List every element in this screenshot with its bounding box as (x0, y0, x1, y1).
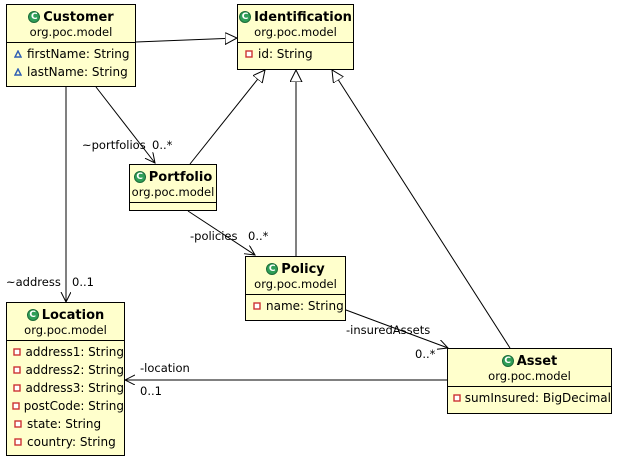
class-name: Asset (516, 353, 558, 369)
private-visibility-icon (12, 401, 21, 410)
attribute[interactable]: name: String (251, 297, 345, 315)
class-name: Portfolio (148, 169, 213, 185)
package-name: org.poc.model (24, 322, 107, 337)
multiplicity-label-address: 0..1 (72, 275, 94, 289)
class-location-title: C Location (26, 307, 105, 323)
attribute[interactable]: state: String (12, 415, 124, 433)
class-name: Location (41, 307, 105, 323)
role-label-portfolios: ~portfolios (82, 138, 146, 152)
class-icon: C (501, 355, 514, 367)
class-name: Customer (43, 9, 114, 25)
class-icon: C (133, 171, 146, 183)
package-name: org.poc.model (254, 276, 337, 291)
private-visibility-icon (12, 365, 23, 374)
attribute[interactable]: address2: String (12, 361, 124, 379)
class-identification-title: C Identification (239, 10, 352, 25)
class-portfolio[interactable]: C Portfolio org.poc.model (129, 164, 217, 211)
attribute[interactable]: postCode: String (12, 397, 124, 415)
private-visibility-icon (243, 49, 255, 58)
package-name: org.poc.model (131, 184, 215, 199)
class-customer[interactable]: C Customer org.poc.model firstName: Stri… (6, 4, 136, 87)
private-visibility-icon (453, 393, 462, 402)
package-visibility-icon (12, 67, 24, 76)
association-policies[interactable] (187, 210, 255, 255)
multiplicity-label-portfolios: 0..* (152, 138, 173, 152)
role-label-location: -location (140, 361, 190, 375)
private-visibility-icon (251, 301, 263, 310)
class-asset-title: C Asset (501, 353, 558, 369)
multiplicity-label-policies: 0..* (248, 229, 269, 243)
multiplicity-label-location: 0..1 (140, 384, 162, 398)
class-icon: C (239, 11, 252, 23)
private-visibility-icon (12, 383, 23, 392)
package-visibility-icon (12, 49, 24, 58)
class-customer-title: C Customer (28, 9, 114, 25)
attribute[interactable]: id: String (243, 45, 353, 63)
package-name: org.poc.model (29, 24, 113, 39)
private-visibility-icon (12, 419, 24, 428)
class-identification[interactable]: C Identification org.poc.model id: Strin… (237, 4, 354, 70)
role-label-insured-assets: -insuredAssets (346, 323, 431, 337)
role-label-policies: -policies (190, 229, 238, 243)
role-label-address: ~address (6, 275, 61, 289)
generalization-customer-identification[interactable] (135, 38, 237, 42)
generalization-asset-identification[interactable] (332, 70, 511, 349)
class-icon: C (266, 263, 279, 275)
association-insured-assets[interactable] (345, 309, 448, 348)
private-visibility-icon (12, 437, 24, 446)
class-name: Identification (254, 9, 352, 25)
attribute[interactable]: sumInsured: BigDecimal (453, 389, 611, 407)
class-name: Policy (281, 261, 325, 277)
attribute[interactable]: firstName: String (12, 45, 135, 63)
private-visibility-icon (12, 347, 23, 356)
attribute[interactable]: address1: String (12, 343, 124, 361)
package-name: org.poc.model (254, 24, 337, 39)
generalization-portfolio-identification[interactable] (189, 70, 265, 165)
class-location[interactable]: C Location org.poc.model address1: Strin… (6, 302, 125, 456)
association-portfolios[interactable] (95, 86, 155, 163)
package-name: org.poc.model (488, 368, 571, 383)
class-portfolio-title: C Portfolio (133, 169, 213, 185)
attribute[interactable]: lastName: String (12, 63, 135, 81)
class-policy-title: C Policy (266, 262, 325, 277)
class-icon: C (26, 309, 39, 321)
class-icon: C (28, 11, 41, 23)
attribute[interactable]: country: String (12, 433, 124, 451)
class-asset[interactable]: C Asset org.poc.model sumInsured: BigDec… (447, 348, 612, 414)
class-policy[interactable]: C Policy org.poc.model name: String (245, 256, 346, 321)
attribute[interactable]: address3: String (12, 379, 124, 397)
multiplicity-label-insured-assets: 0..* (415, 347, 436, 361)
